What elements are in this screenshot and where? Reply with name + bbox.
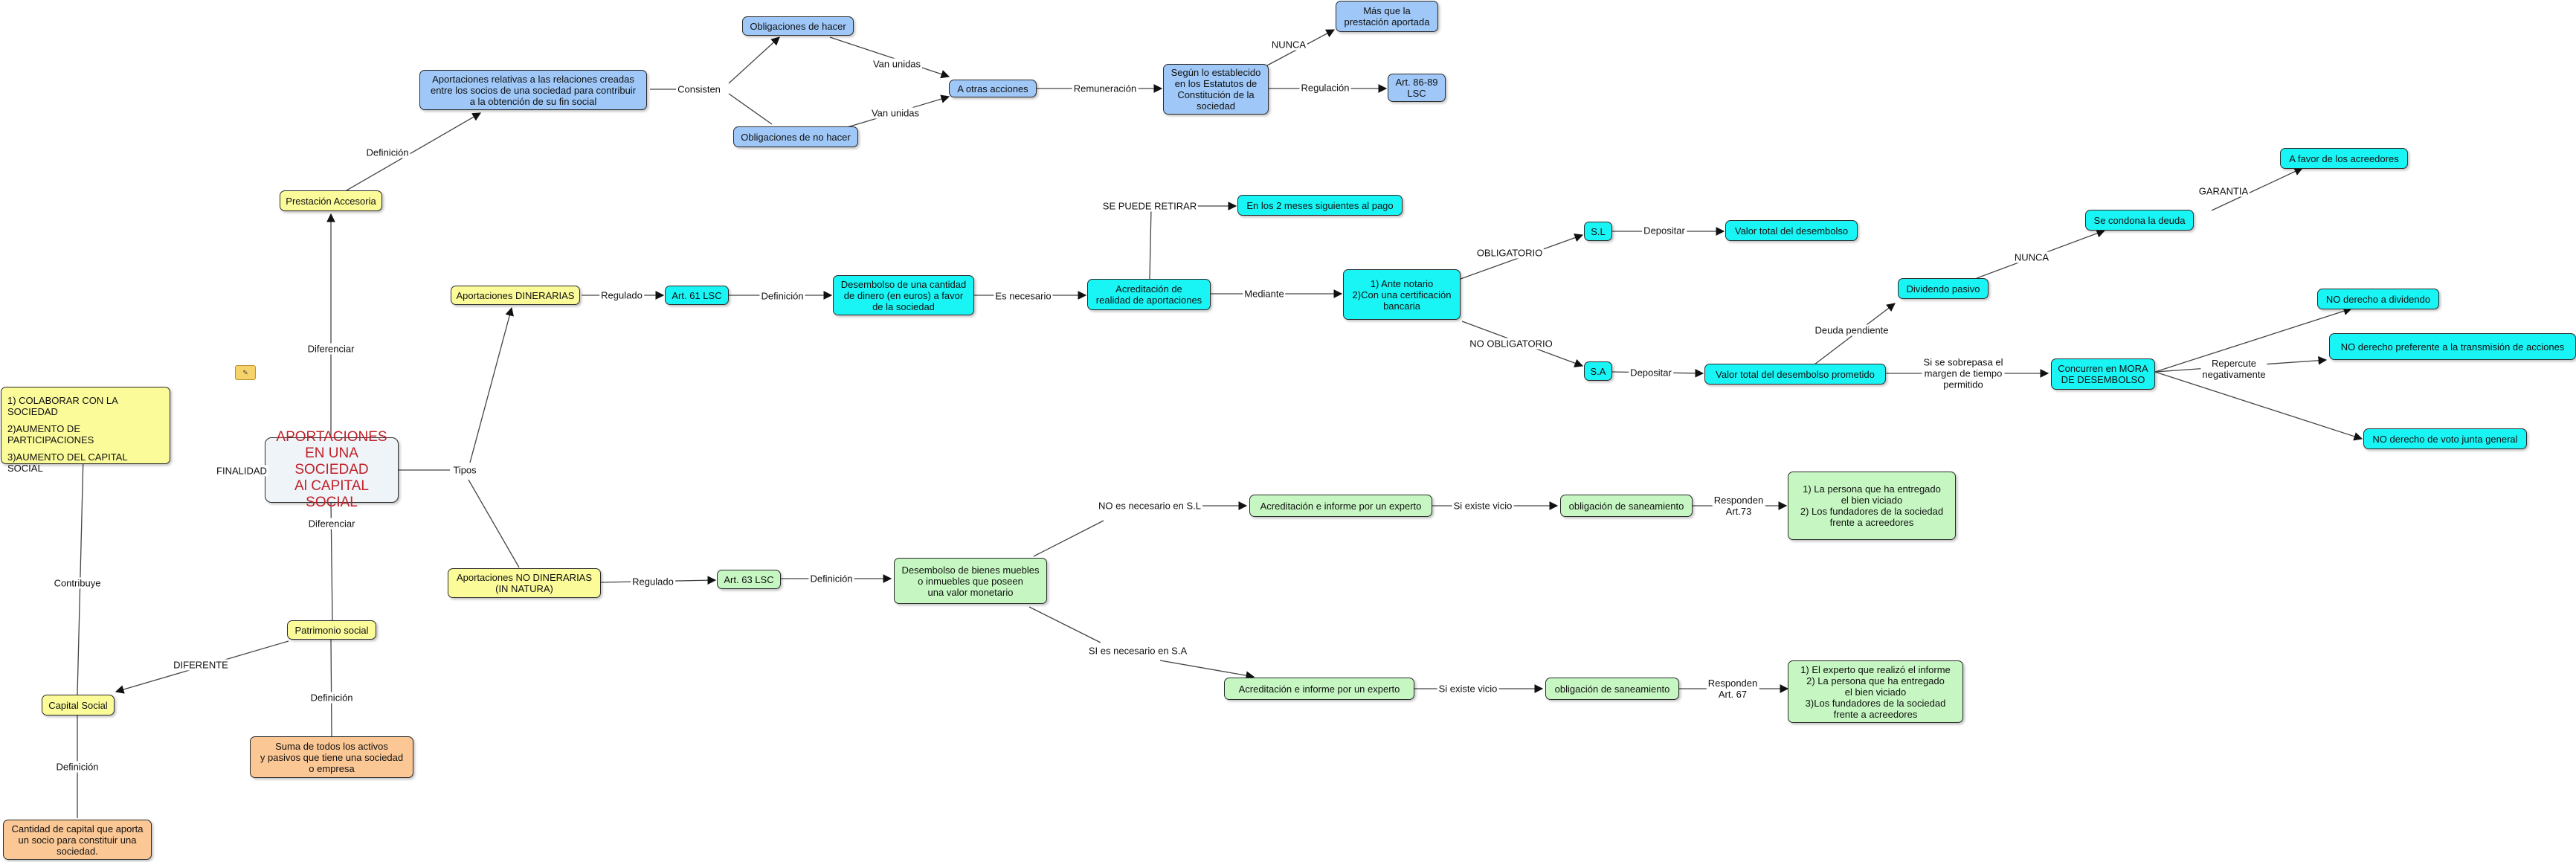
node-prestacion[interactable]: Prestación Accesoria (280, 190, 382, 211)
label-definicion-din: Definición (759, 290, 805, 302)
link-definicion-prest (346, 112, 482, 191)
label-consisten: Consisten (676, 83, 722, 95)
main-topic[interactable]: APORTACIONES EN UNA SOCIEDAD Al CAPITAL … (265, 429, 399, 510)
node-mora[interactable]: Concurren en MORA DE DESEMBOLSO (2051, 358, 2155, 390)
label-regulacion: Regulación (1299, 82, 1351, 94)
label-diferenciar-up: Diferenciar (306, 343, 356, 355)
node-dividendo[interactable]: Dividendo pasivo (1898, 278, 1989, 299)
node-no-dinerarias[interactable]: Aportaciones NO DINERARIAS (IN NATURA) (448, 568, 601, 598)
label-van-unidas-2: Van unidas (869, 107, 921, 119)
label-diferente: DIFERENTE (172, 659, 230, 671)
node-no-dividendo[interactable]: NO derecho a dividendo (2317, 289, 2439, 309)
label-diferenciar-down: Diferenciar (306, 518, 357, 530)
node-cantidad[interactable]: Cantidad de capital que aporta un socio … (3, 820, 152, 860)
node-no-preferente[interactable]: NO derecho preferente a la transmisión d… (2329, 333, 2576, 360)
label-regulado-nodin: Regulado (631, 576, 675, 588)
label-no-necesario-sl: NO es necesario en S.L (1096, 500, 1203, 512)
node-art63[interactable]: Art. 63 LSC (717, 570, 781, 589)
label-responden-sa: Responden Art. 67 (1706, 678, 1759, 700)
label-depositar-sa: Depositar (1629, 367, 1673, 379)
label-deuda-pendiente: Deuda pendiente (1813, 324, 1890, 336)
finalidad-item-1: 1) COLABORAR CON LA SOCIEDAD (7, 395, 118, 417)
node-bienes[interactable]: Desembolso de bienes muebles o inmuebles… (894, 558, 1047, 604)
label-nunca-1: NUNCA (1269, 39, 1308, 51)
node-saneam-sa[interactable]: obligación de saneamiento (1545, 678, 1679, 700)
label-definicion-patr: Definición (309, 692, 355, 704)
node-desembolso[interactable]: Desembolso de una cantidad de dinero (en… (833, 275, 974, 315)
label-remuneracion: Remuneración (1072, 83, 1139, 94)
label-no-obligatorio: NO OBLIGATORIO (1468, 338, 1554, 350)
node-resp-sa[interactable]: 1) El experto que realizó el informe 2) … (1788, 660, 1963, 723)
node-no-voto[interactable]: NO derecho de voto junta general (2363, 428, 2527, 449)
note-icon[interactable]: ✎ (235, 365, 256, 380)
node-acred-sl[interactable]: Acreditación e informe por un experto (1249, 495, 1432, 517)
label-responden-sl: Responden Art.73 (1712, 495, 1765, 517)
node-resp-sl[interactable]: 1) La persona que ha entregado el bien v… (1788, 472, 1956, 540)
node-art61[interactable]: Art. 61 LSC (665, 286, 729, 305)
node-mas-prestacion[interactable]: Más que la prestación aportada (1336, 1, 1438, 32)
label-garantia: GARANTIA (2197, 185, 2250, 197)
label-se-puede-retirar: SE PUEDE RETIRAR (1101, 200, 1199, 212)
node-patrimonio[interactable]: Patrimonio social (287, 620, 376, 640)
node-suma[interactable]: Suma de todos los activos y pasivos que … (250, 736, 413, 778)
node-dinerarias[interactable]: Aportaciones DINERARIAS (451, 286, 580, 305)
node-valor-prometido[interactable]: Valor total del desembolso prometido (1704, 364, 1886, 385)
node-acreditacion[interactable]: Acreditación de realidad de aportaciones (1087, 279, 1211, 310)
label-nunca-2: NUNCA (2012, 251, 2051, 263)
node-acreedores[interactable]: A favor de los acreedores (2280, 148, 2408, 169)
node-valor-total[interactable]: Valor total del desembolso (1725, 220, 1858, 241)
label-definicion-prest: Definición (364, 147, 410, 158)
node-oblig-hacer[interactable]: Obligaciones de hacer (742, 16, 854, 36)
node-oblig-no-hacer[interactable]: Obligaciones de no hacer (733, 126, 858, 147)
label-contribuye: Contribuye (52, 577, 103, 589)
finalidad-item-2: 2)AUMENTO DE PARTICIPACIONES (7, 423, 94, 446)
node-capital[interactable]: Capital Social (42, 695, 115, 715)
label-definicion-cap: Definición (54, 761, 100, 773)
finalidad-item-3: 3)AUMENTO DEL CAPITAL SOCIAL (7, 451, 128, 474)
finalidad-box[interactable]: 1) COLABORAR CON LA SOCIEDAD 2)AUMENTO D… (1, 387, 170, 474)
node-art86[interactable]: Art. 86-89 LSC (1388, 74, 1446, 102)
label-definicion-nodin: Definición (808, 573, 854, 585)
node-estatutos[interactable]: Según lo establecido en los Estatutos de… (1163, 64, 1269, 115)
node-sa[interactable]: S.A (1584, 361, 1612, 381)
label-regulado-din: Regulado (599, 289, 644, 301)
node-notario[interactable]: 1) Ante notario 2)Con una certificación … (1343, 269, 1461, 320)
label-sobrepasa: Si se sobrepasa el margen de tiempo perm… (1922, 356, 2005, 390)
label-finalidad: FINALIDAD (215, 465, 268, 477)
node-condona[interactable]: Se condona la deuda (2085, 210, 2194, 231)
label-tipos: Tipos (451, 464, 478, 476)
label-repercute: Repercute negativamente (2200, 358, 2267, 380)
node-sl[interactable]: S.L (1584, 222, 1612, 241)
label-si-necesario-sa: SI es necesario en S.A (1086, 645, 1189, 657)
node-saneam-sl[interactable]: obligación de saneamiento (1560, 495, 1693, 517)
node-otras-acciones[interactable]: A otras acciones (949, 80, 1037, 97)
label-van-unidas-1: Van unidas (871, 58, 923, 70)
label-es-necesario: Es necesario (994, 290, 1053, 302)
node-acred-sa[interactable]: Acreditación e informe por un experto (1224, 678, 1414, 700)
node-aport-relativas[interactable]: Aportaciones relativas a las relaciones … (419, 70, 647, 110)
label-depositar-sl: Depositar (1642, 225, 1687, 237)
label-vicio-sl: Si existe vicio (1452, 500, 1514, 512)
label-obligatorio: OBLIGATORIO (1475, 247, 1545, 259)
node-meses[interactable]: En los 2 meses siguientes al pago (1237, 195, 1403, 216)
label-mediante: Mediante (1243, 288, 1286, 300)
label-vicio-sa: Si existe vicio (1437, 683, 1499, 695)
